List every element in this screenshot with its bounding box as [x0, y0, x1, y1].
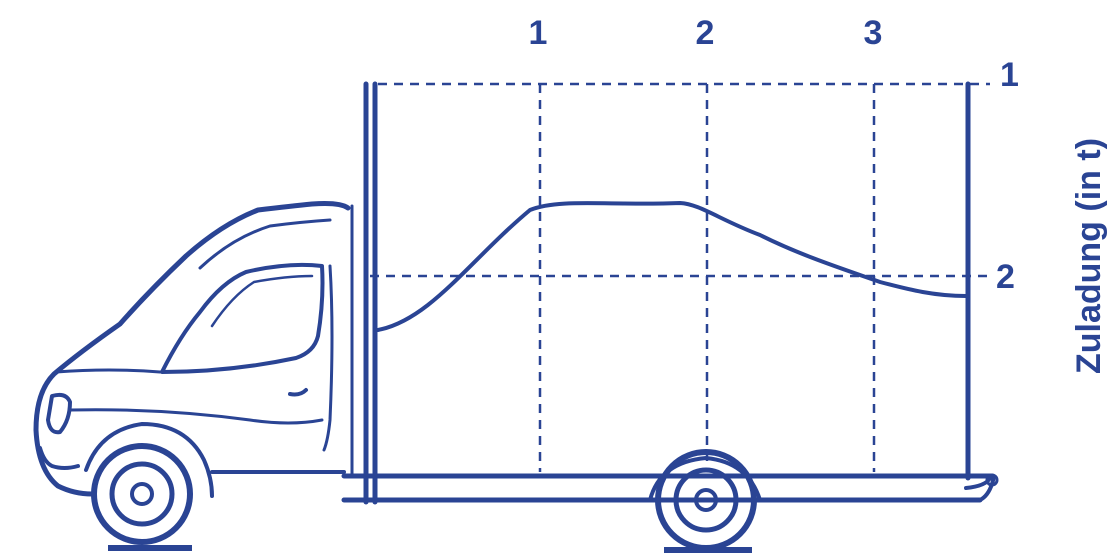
- front-wheel-arch: [84, 422, 214, 498]
- front-tire: [91, 443, 193, 545]
- dashed-grid: [370, 82, 990, 472]
- cab-body: [33, 201, 351, 497]
- front-bumper: [38, 446, 80, 470]
- hood-line: [54, 368, 162, 374]
- body-crease: [68, 408, 324, 425]
- top-label-2: 2: [696, 14, 715, 52]
- headlight: [46, 392, 72, 435]
- truck-icon: [33, 201, 762, 502]
- cab-window: [160, 262, 325, 374]
- front-hub: [130, 482, 154, 506]
- right-label-2: 2: [996, 258, 1015, 296]
- door-handle: [288, 388, 308, 397]
- front-wheel: [91, 443, 193, 551]
- top-label-1: 1: [529, 14, 548, 52]
- load-curve: [376, 200, 968, 332]
- rear-wheel: [655, 449, 757, 553]
- front-rim: [109, 461, 175, 527]
- door-line: [322, 264, 334, 452]
- labels: 1 2 3 1 2 Zuladung (in t): [529, 14, 1108, 374]
- rear-rim: [673, 467, 739, 533]
- cargo-frame: [341, 81, 999, 505]
- tow-ball: [985, 473, 999, 487]
- rear-hub: [694, 488, 718, 512]
- top-label-3: 3: [864, 14, 883, 52]
- rear-wheel-arch: [648, 456, 762, 502]
- window-inner: [210, 274, 314, 328]
- right-label-1: 1: [1000, 56, 1019, 94]
- axis-title: Zuladung (in t): [1070, 138, 1108, 374]
- tow-hitch: [964, 474, 996, 502]
- cab-roof-line: [198, 218, 332, 270]
